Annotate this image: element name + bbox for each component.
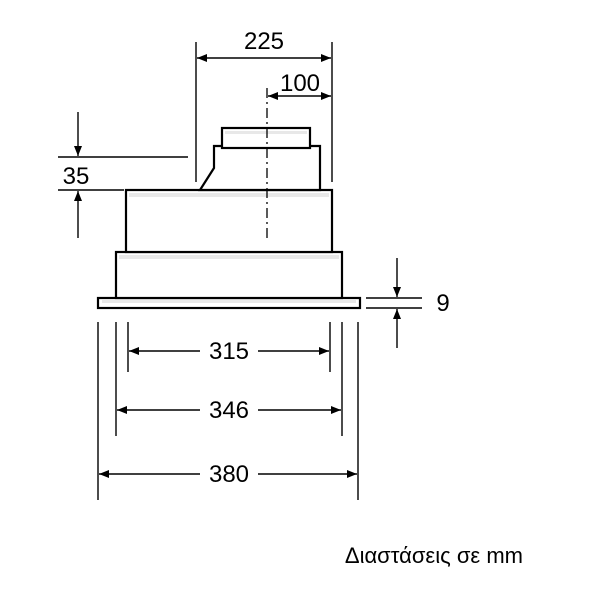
dim-label-346: 346: [209, 397, 249, 424]
dimension-100: 100: [268, 70, 331, 100]
dimension-380: 380: [97, 322, 359, 500]
hood-body: [96, 88, 362, 310]
dimension-9: 9: [366, 258, 450, 348]
dim-label-225: 225: [244, 28, 284, 55]
dim-label-100: 100: [280, 70, 320, 97]
dim-label-315: 315: [209, 338, 249, 365]
dim-label-35: 35: [63, 163, 90, 190]
dimension-225: 225: [195, 28, 333, 182]
dim-label-380: 380: [209, 461, 249, 488]
upper-housing: [124, 188, 334, 254]
dim-label-9: 9: [436, 290, 449, 317]
dimension-35: 35: [58, 112, 188, 238]
units-caption: Διαστάσεις σε mm: [345, 543, 523, 568]
outlet-transition: [197, 144, 322, 192]
dimension-346: 346: [115, 322, 343, 436]
dimension-315: 315: [127, 322, 331, 372]
